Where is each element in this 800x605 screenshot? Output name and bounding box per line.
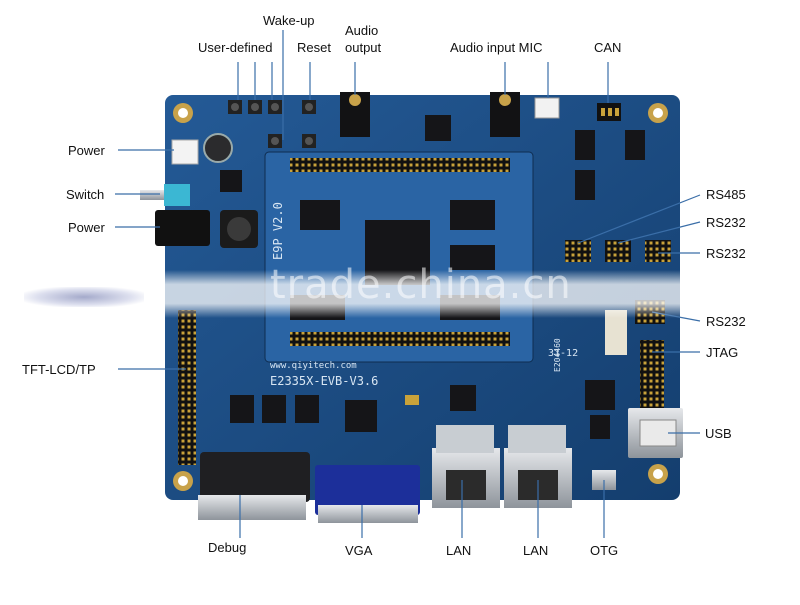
label-can: CAN <box>594 40 622 55</box>
label-tft-lcd-tp: TFT-LCD/TP <box>22 362 96 377</box>
vga-connector <box>315 465 420 523</box>
label-usb: USB <box>705 426 732 441</box>
label-rs232-2: RS232 <box>706 246 746 261</box>
label-audio-input-mic: Audio input MIC <box>450 40 543 55</box>
callout-lines <box>115 30 701 538</box>
label-rs232-1: RS232 <box>706 215 746 230</box>
lan-port-1 <box>432 448 500 508</box>
label-otg: OTG <box>590 543 619 558</box>
board-code-silkscreen: E204460 <box>553 338 562 372</box>
label-vga: VGA <box>345 543 373 558</box>
reset-button <box>302 100 316 148</box>
label-rs232-3: RS232 <box>706 314 746 329</box>
fpc-connector <box>605 310 627 355</box>
user-defined-buttons <box>228 100 282 148</box>
debug-db9 <box>198 452 310 520</box>
can-connector <box>597 103 621 121</box>
label-reset: Reset <box>297 40 331 55</box>
core-silkscreen: E9P V2.0 <box>271 202 285 260</box>
board-model-silkscreen: E2335X-EVB-V3.6 <box>270 374 378 388</box>
power-connector <box>171 139 199 165</box>
label-jtag: JTAG <box>706 345 739 360</box>
rs485-header <box>565 240 591 262</box>
blurred-text-smudge <box>24 287 144 307</box>
label-debug: Debug <box>208 540 247 555</box>
label-power-top: Power <box>68 143 105 158</box>
board-url-silkscreen: www.qiyitech.com <box>270 361 357 371</box>
label-power-bottom: Power <box>68 220 105 235</box>
audio-output-jack <box>340 92 370 137</box>
tft-lcd-header <box>178 310 196 465</box>
label-wake-up: Wake-up <box>263 13 315 28</box>
label-output: output <box>345 40 382 55</box>
label-audio: Audio <box>345 23 379 38</box>
mic-connector <box>534 97 560 119</box>
audio-input-jack <box>490 92 520 137</box>
power-switch <box>140 184 190 206</box>
label-lan-2: LAN <box>523 543 549 558</box>
label-user-defined: User-defined <box>198 40 273 55</box>
label-lan-1: LAN <box>446 543 472 558</box>
capacitor <box>203 133 233 163</box>
watermark: trade.china.cn <box>270 262 572 308</box>
board-date-silkscreen: 31-12 <box>548 348 578 359</box>
dc-jack <box>155 210 210 246</box>
usb-port <box>628 408 683 458</box>
label-switch: Switch <box>66 187 105 202</box>
label-rs485: RS485 <box>706 187 746 202</box>
jtag-header <box>640 340 664 412</box>
mounting-holes <box>173 103 668 491</box>
